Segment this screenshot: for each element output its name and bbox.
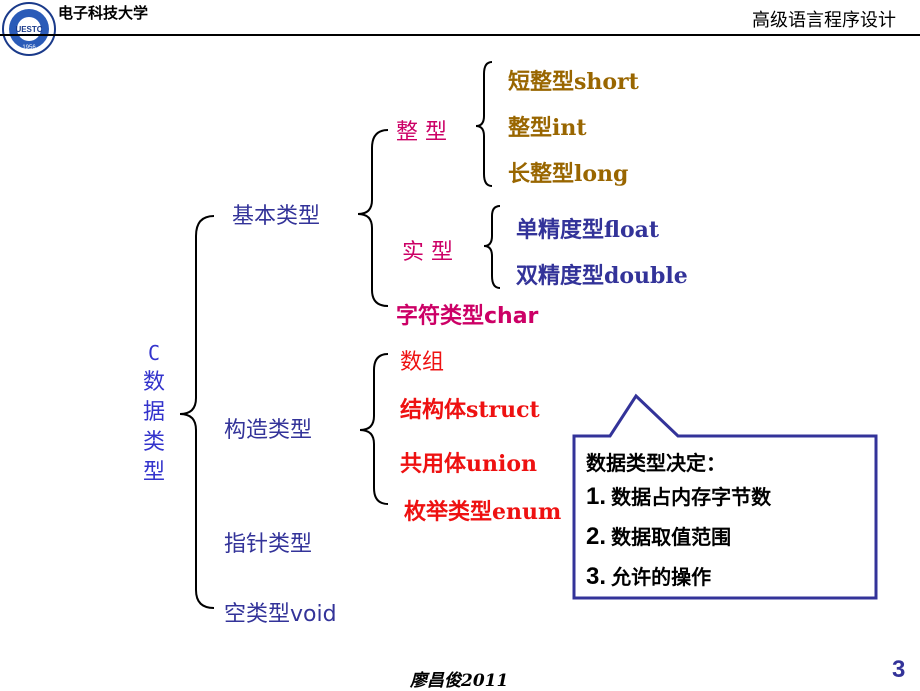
array-type-label: 数组: [400, 350, 445, 375]
university-logo: UESTC 1956: [2, 2, 56, 56]
double-type-label: 双精度型double: [516, 263, 688, 289]
struct-type-label: 结构体struct: [400, 397, 540, 423]
root-char: 数: [142, 370, 165, 395]
short-type-label: 短整型short: [508, 69, 639, 95]
logo-year: 1956: [22, 45, 36, 51]
root-char: 类: [142, 430, 165, 455]
root-brace: [179, 215, 215, 609]
root-char: 据: [142, 400, 165, 425]
char-type-label: 字符类型char: [396, 304, 539, 329]
callout-item: 2. 数据取值范围: [586, 518, 870, 558]
course-title: 高级语言程序设计: [752, 10, 896, 31]
callout-item-number: 3.: [586, 563, 607, 590]
pointer-type-label: 指针类型: [224, 532, 313, 557]
root-char: 型: [142, 460, 165, 485]
void-type-label: 空类型void: [224, 602, 337, 627]
integer-brace: [475, 61, 493, 187]
callout-item-text: 允许的操作: [611, 565, 712, 589]
callout: 数据类型决定： 1. 数据占内存字节数 2. 数据取值范围 3. 允许的操作: [586, 448, 870, 598]
callout-item-number: 2.: [586, 523, 607, 550]
root-label: C 数 据 类 型: [136, 338, 172, 488]
float-type-label: 单精度型float: [516, 217, 660, 243]
enum-type-label: 枚举类型enum: [404, 499, 562, 525]
constructed-type-label: 构造类型: [224, 418, 313, 443]
root-char: C: [147, 341, 161, 365]
university-name: 电子科技大学: [58, 4, 149, 22]
union-type-label: 共用体union: [400, 451, 538, 477]
logo-text: UESTC: [15, 25, 42, 34]
integer-type-label: 整 型: [396, 120, 447, 145]
int-type-label: 整型int: [508, 115, 587, 141]
real-type-label: 实 型: [402, 240, 453, 265]
callout-item-number: 1.: [586, 483, 607, 510]
footer-author: 廖昌俊2011: [410, 671, 509, 691]
header-divider: [0, 34, 920, 36]
callout-item-text: 数据占内存字节数: [611, 485, 772, 509]
basic-brace: [357, 129, 389, 307]
callout-item: 1. 数据占内存字节数: [586, 478, 870, 518]
constructed-brace: [359, 353, 389, 505]
basic-type-label: 基本类型: [232, 204, 321, 229]
callout-title: 数据类型决定：: [586, 451, 726, 475]
real-brace: [483, 205, 501, 289]
callout-item: 3. 允许的操作: [586, 558, 870, 598]
callout-item-text: 数据取值范围: [611, 525, 732, 549]
long-type-label: 长整型long: [508, 161, 629, 187]
page-number: 3: [892, 656, 906, 683]
